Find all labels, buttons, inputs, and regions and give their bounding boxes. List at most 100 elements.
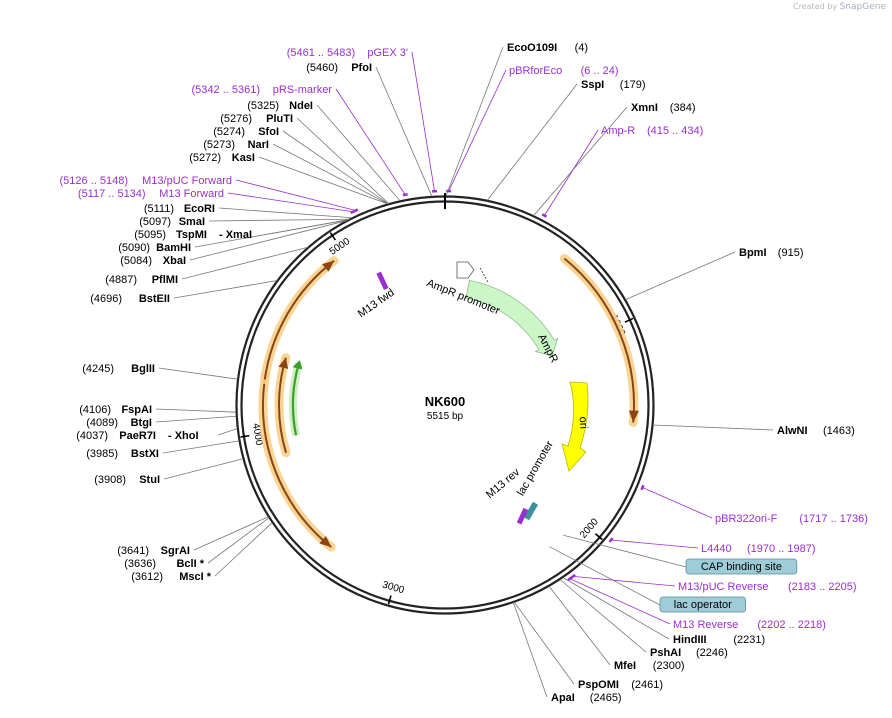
leader-fspai bbox=[155, 408, 237, 413]
site-name: BglII bbox=[131, 363, 155, 375]
site-name: MscI * bbox=[179, 571, 212, 583]
primer-range: (2183 .. 2205) bbox=[788, 581, 857, 593]
primer-name: L4440 bbox=[701, 543, 732, 555]
leader-paer7i bbox=[217, 428, 238, 436]
primer-range: (1717 .. 1736) bbox=[799, 513, 868, 525]
leader-mfei bbox=[548, 586, 611, 666]
site-position: (1463) bbox=[823, 425, 855, 437]
site-label-bpmi: BpmI(915) bbox=[739, 247, 803, 259]
site-name: PluTI bbox=[266, 113, 293, 125]
site-label-bcli: BclI *(3636) bbox=[124, 558, 205, 570]
site-label-ecori: EcoRI(5111) bbox=[144, 203, 215, 215]
ring-tick-label-3000: 3000 bbox=[381, 580, 406, 597]
site-label-smai: SmaI(5097) bbox=[139, 216, 205, 228]
ori-arrow bbox=[561, 381, 589, 472]
primer-mark-l4440 bbox=[608, 537, 614, 543]
leader-ndei bbox=[316, 104, 401, 202]
ring-tick-label-2000: 2000 bbox=[578, 516, 601, 540]
primer-leader-m13-reverse bbox=[569, 578, 671, 625]
site-label-stui: StuI(3908) bbox=[94, 474, 160, 486]
site-position: (2300) bbox=[653, 660, 685, 672]
boxed-feature-leader-cap-binding-site bbox=[563, 534, 687, 568]
orf-arc-lower-left-head bbox=[319, 535, 332, 548]
site-name: SspI bbox=[581, 79, 604, 91]
primer-leader-prs-marker bbox=[335, 88, 406, 195]
primer-name: M13/pUC Reverse bbox=[678, 581, 768, 593]
snapgene-credit: Created by SnapGene bbox=[793, 2, 886, 12]
site-position: (4) bbox=[575, 42, 588, 54]
plasmid-size: 5515 bp bbox=[427, 411, 464, 422]
site-position: (5460) bbox=[306, 62, 338, 74]
orf-arc-right bbox=[563, 257, 635, 423]
primer-label-pbr322ori-f: pBR322ori-F(1717 .. 1736) bbox=[715, 513, 868, 525]
primer-range: (1970 .. 1987) bbox=[747, 543, 816, 555]
feature-label-ori: ori bbox=[576, 416, 589, 429]
boxed-feature-box bbox=[685, 558, 798, 575]
primer-mark-m13-forward bbox=[350, 209, 356, 214]
feature-label-m13-fwd: M13 fwd bbox=[356, 287, 397, 321]
primer-range: (2202 .. 2218) bbox=[757, 619, 826, 631]
orf-arc-upper-left-head bbox=[322, 260, 335, 272]
leader-alwni bbox=[653, 424, 774, 431]
ampr-arrow bbox=[465, 279, 559, 357]
site-name: BpmI bbox=[739, 247, 767, 259]
site-name: PspOMI bbox=[578, 679, 619, 691]
m13-rev-mark bbox=[516, 507, 529, 525]
site-position: (2465) bbox=[590, 692, 622, 704]
primer-leader-m13-forward bbox=[227, 192, 354, 213]
primer-leader-pgex-3 bbox=[411, 51, 435, 192]
site-label-sfoi: SfoI(5274) bbox=[213, 126, 279, 138]
site-position: (4887) bbox=[105, 274, 137, 286]
leader-hindiii bbox=[562, 577, 670, 640]
boxed-feature-lac-operator: lac operator bbox=[659, 596, 746, 613]
plasmid-name: NK600 bbox=[425, 394, 465, 409]
site-position: (2246) bbox=[696, 647, 728, 659]
site-label-pspomi: PspOMI(2461) bbox=[578, 679, 663, 691]
site-label-xbai: XbaI(5084) bbox=[120, 255, 186, 267]
site-label-ecoo109i: EcoO109I(4) bbox=[507, 42, 588, 54]
site-label-pluti: PluTI(5276) bbox=[220, 113, 293, 125]
primer-range: (415 .. 434) bbox=[647, 125, 703, 137]
leader-bsteii bbox=[173, 280, 278, 299]
site-name: FspAI bbox=[121, 404, 152, 416]
site-label-bstxi: BstXI(3985) bbox=[86, 448, 159, 460]
site-name: ApaI bbox=[551, 692, 575, 704]
site-name: HindIII bbox=[673, 634, 707, 646]
primer-leader-m13-puc-reverse bbox=[573, 575, 676, 587]
site-name: SmaI bbox=[179, 216, 205, 228]
site-position: (3985) bbox=[86, 448, 118, 460]
primer-name: M13 Forward bbox=[159, 188, 224, 200]
ring-tick-4000 bbox=[240, 434, 250, 438]
leader-pshai bbox=[559, 579, 647, 653]
leader-smai bbox=[208, 218, 350, 222]
site-label-sspi: SspI(179) bbox=[581, 79, 645, 91]
primer-name: M13 Reverse bbox=[673, 619, 738, 631]
ring-tick-2000 bbox=[594, 533, 603, 541]
primer-name: Amp-R bbox=[601, 125, 635, 137]
primer-leader-l4440 bbox=[610, 539, 699, 549]
site-name: BclI * bbox=[176, 558, 204, 570]
site-label-sgrai: SgrAI(3641) bbox=[117, 545, 190, 557]
green-orf bbox=[291, 363, 300, 436]
label-layer: EcoO109I(4)SspI(179)XmnI(384)BpmI(915)Al… bbox=[60, 42, 868, 704]
site-position: (4696) bbox=[90, 293, 122, 305]
primer-mark-amp-r bbox=[541, 213, 548, 218]
site-label-pfoi: PfoI(5460) bbox=[306, 62, 372, 74]
site-name: PshAI bbox=[650, 647, 681, 659]
site-name: SfoI bbox=[258, 126, 279, 138]
lac-promoter-mark bbox=[523, 501, 539, 521]
primer-leader-amp-r bbox=[544, 129, 599, 216]
site-label-hindiii: HindIII(2231) bbox=[673, 634, 765, 646]
primer-name: M13/pUC Forward bbox=[142, 175, 232, 187]
site-extra-name: - XhoI bbox=[168, 430, 199, 442]
site-label-kasi: KasI(5272) bbox=[189, 152, 255, 164]
leader-pfoi bbox=[375, 66, 433, 197]
primer-label-amp-r: Amp-R (415 .. 434) bbox=[601, 125, 703, 137]
site-label-msci: MscI *(3612) bbox=[131, 571, 212, 583]
site-position: (5111) bbox=[144, 203, 174, 215]
leader-nari bbox=[272, 143, 389, 205]
